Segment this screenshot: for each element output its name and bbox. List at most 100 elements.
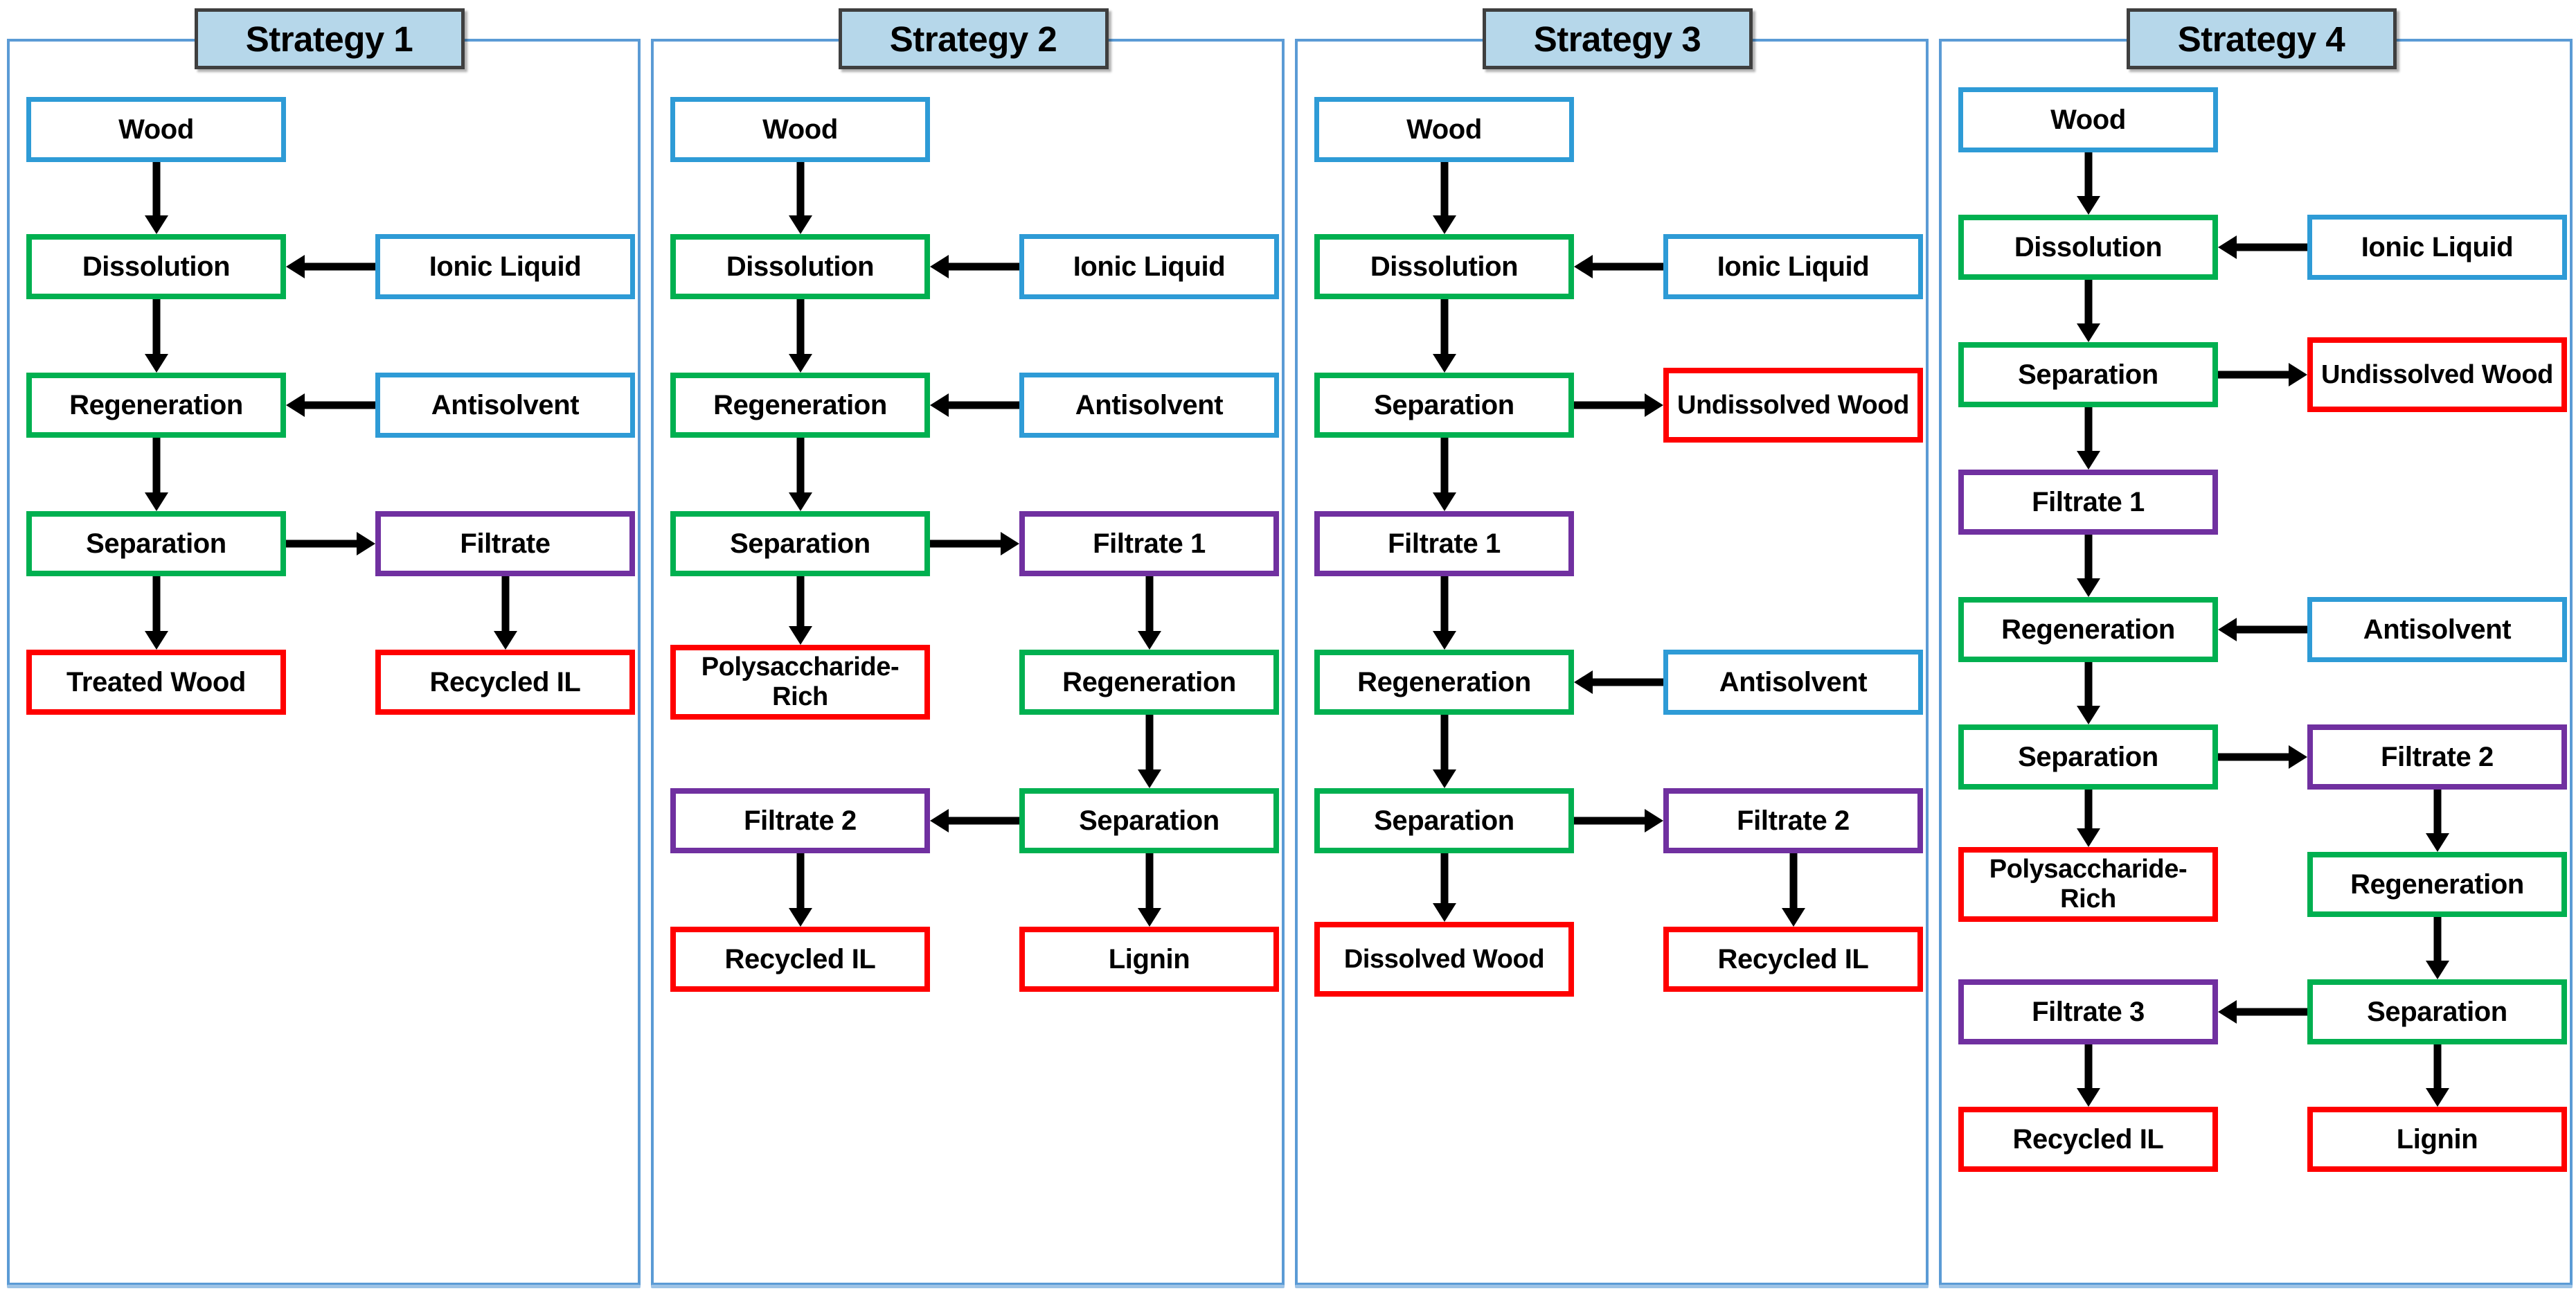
node-s1-sep: Separation <box>26 511 286 576</box>
arrow-shaft <box>2084 790 2092 830</box>
node-s3-filt2: Filtrate 2 <box>1663 788 1923 853</box>
arrow-head <box>493 631 517 650</box>
arrow-shaft <box>2433 790 2441 835</box>
panel-title-1: Strategy 1 <box>194 8 465 69</box>
arrow-shaft <box>152 299 160 355</box>
arrow-shaft <box>2084 152 2092 197</box>
arrow-shaft <box>2433 1044 2441 1089</box>
arrow-head <box>1574 670 1593 694</box>
arrow-head <box>1432 631 1456 650</box>
arrow-s2-regen2-to-s2-sep2 <box>1129 715 1170 788</box>
arrow-shaft <box>2084 662 2092 707</box>
arrow-shaft <box>286 540 358 548</box>
arrow-shaft <box>947 262 1019 271</box>
arrow-s4-filt1-to-s4-regen1 <box>2068 535 2109 597</box>
arrow-shaft <box>303 262 375 271</box>
arrow-shaft <box>2084 1044 2092 1089</box>
arrow-s4-dissolution-to-s4-sep1 <box>2068 280 2109 342</box>
arrow-s2-wood-to-s2-dissolution <box>780 162 821 234</box>
arrow-head <box>1432 769 1456 788</box>
node-s4-regen1: Regeneration <box>1958 597 2218 662</box>
arrow-shaft <box>1789 853 1797 909</box>
arrow-head <box>1645 809 1663 832</box>
node-s4-sep3: Separation <box>2307 979 2567 1044</box>
node-s4-ionic: Ionic Liquid <box>2307 215 2567 280</box>
node-s2-sep2: Separation <box>1019 788 1279 853</box>
arrow-s4-regen1-to-s4-sep2 <box>2068 662 2109 724</box>
node-s4-anti: Antisolvent <box>2307 597 2567 662</box>
arrow-head <box>286 393 305 417</box>
arrow-s1-ionic-to-s1-dissolution <box>286 246 375 287</box>
node-s3-sep1: Separation <box>1314 373 1574 438</box>
arrow-shaft <box>2235 1008 2307 1016</box>
arrow-s4-sep1-to-s4-filt1 <box>2068 407 2109 470</box>
arrow-head <box>2289 745 2307 769</box>
arrow-shaft <box>1145 853 1153 909</box>
arrow-s3-filt1-to-s3-regen <box>1424 576 1465 650</box>
arrow-shaft <box>1440 576 1448 632</box>
arrow-s2-ionic-to-s2-dissolution <box>930 246 1019 287</box>
arrow-head <box>1001 532 1019 555</box>
arrow-s3-sep1-to-s3-undissolved <box>1574 384 1663 426</box>
arrow-head <box>2076 323 2100 342</box>
arrow-shaft <box>796 438 804 494</box>
arrow-head <box>2289 363 2307 386</box>
arrow-head <box>1432 903 1456 922</box>
node-s2-regen1: Regeneration <box>670 373 930 438</box>
node-s4-dissolution: Dissolution <box>1958 215 2218 280</box>
arrow-s4-filt3-to-s4-recycled <box>2068 1044 2109 1107</box>
arrow-s3-filt2-to-s3-recycled <box>1773 853 1814 927</box>
arrow-head <box>2076 196 2100 215</box>
node-s1-dissolution: Dissolution <box>26 234 286 299</box>
node-s3-undissolved: Undissolved Wood <box>1663 368 1923 443</box>
arrow-head <box>1432 354 1456 373</box>
node-s1-recycled: Recycled IL <box>375 650 635 715</box>
node-s3-ionic: Ionic Liquid <box>1663 234 1923 299</box>
arrow-s2-sep1-to-s2-filt1 <box>930 523 1019 564</box>
node-s2-ionic: Ionic Liquid <box>1019 234 1279 299</box>
arrow-s4-sep2-to-s4-poly <box>2068 790 2109 847</box>
arrow-head <box>788 626 812 645</box>
arrow-head <box>1432 492 1456 511</box>
arrow-shaft <box>947 817 1019 825</box>
node-s4-filt3: Filtrate 3 <box>1958 979 2218 1044</box>
arrow-shaft <box>796 162 804 217</box>
arrow-shaft <box>947 401 1019 409</box>
arrow-head <box>788 354 812 373</box>
arrow-s1-anti-to-s1-regen <box>286 384 375 426</box>
node-s1-treated: Treated Wood <box>26 650 286 715</box>
arrow-shaft <box>1591 678 1663 686</box>
arrow-head <box>144 631 168 650</box>
arrow-shaft <box>1591 262 1663 271</box>
arrow-head <box>2218 235 2237 259</box>
node-s3-sep2: Separation <box>1314 788 1574 853</box>
node-s3-filt1: Filtrate 1 <box>1314 511 1574 576</box>
arrow-s2-sep2-to-s2-filt2 <box>930 800 1019 842</box>
node-s2-filt1: Filtrate 1 <box>1019 511 1279 576</box>
node-s2-anti: Antisolvent <box>1019 373 1279 438</box>
arrow-head <box>1137 769 1161 788</box>
arrow-s4-regen2-to-s4-sep3 <box>2417 917 2458 979</box>
arrow-head <box>2425 833 2449 852</box>
arrow-s2-dissolution-to-s2-regen1 <box>780 299 821 373</box>
arrow-head <box>1137 908 1161 927</box>
arrow-head <box>1645 393 1663 417</box>
node-s3-recycled: Recycled IL <box>1663 927 1923 992</box>
node-s3-dissolution: Dissolution <box>1314 234 1574 299</box>
arrow-head <box>2076 706 2100 724</box>
arrow-s4-anti-to-s4-regen1 <box>2218 609 2307 650</box>
arrow-head <box>1574 255 1593 278</box>
arrow-shaft <box>2084 535 2092 580</box>
node-s2-poly: Polysaccharide-Rich <box>670 645 930 720</box>
node-s2-lignin: Lignin <box>1019 927 1279 992</box>
node-s1-wood: Wood <box>26 97 286 162</box>
arrow-shaft <box>152 162 160 217</box>
arrow-head <box>2076 578 2100 597</box>
arrow-head <box>930 255 949 278</box>
node-s1-filtrate: Filtrate <box>375 511 635 576</box>
arrow-head <box>788 908 812 927</box>
arrow-s2-sep1-to-s2-poly <box>780 576 821 645</box>
node-s4-recycled: Recycled IL <box>1958 1107 2218 1172</box>
arrow-s3-wood-to-s3-dissolution <box>1424 162 1465 234</box>
